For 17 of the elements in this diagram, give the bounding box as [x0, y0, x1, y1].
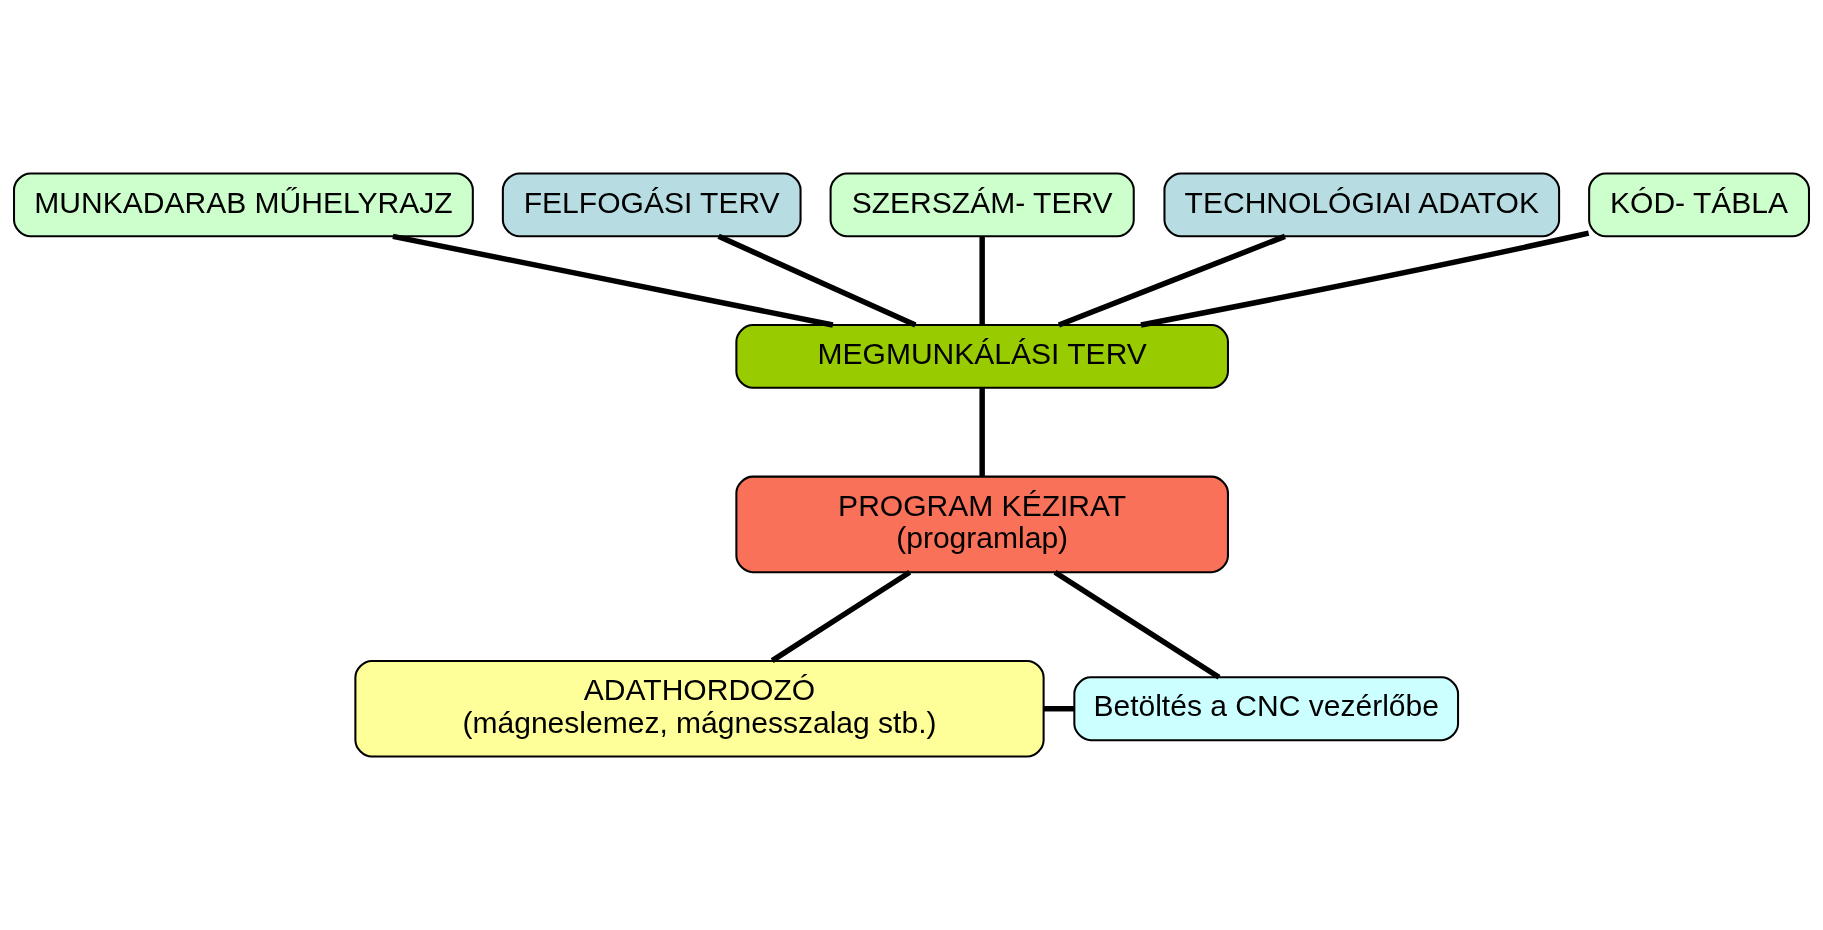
connector — [770, 570, 912, 663]
connector — [1140, 230, 1590, 328]
node-box: MEGMUNKÁLÁSI TERV — [735, 324, 1229, 389]
connector — [979, 236, 985, 325]
node-box: FELFOGÁSI TERV — [501, 172, 802, 238]
connector — [1053, 570, 1221, 680]
node-box: KÓD- TÁBLA — [1588, 172, 1810, 238]
connector — [1057, 233, 1286, 328]
node-box: SZERSZÁM- TERV — [829, 172, 1135, 238]
connector — [979, 388, 985, 477]
connector — [1043, 706, 1075, 712]
node-box: TECHNOLÓGIAI ADATOK — [1163, 172, 1561, 238]
node-box: PROGRAM KÉZIRAT (programlap) — [735, 475, 1229, 574]
node-box: ADATHORDOZÓ (mágneslemez, mágnesszalag stb.) — [354, 659, 1045, 758]
node-box: Betöltés a CNC vezérlőbe — [1073, 676, 1460, 742]
connector — [717, 233, 917, 328]
node-box: MUNKADARAB MŰHELYRAJZ — [13, 172, 474, 238]
